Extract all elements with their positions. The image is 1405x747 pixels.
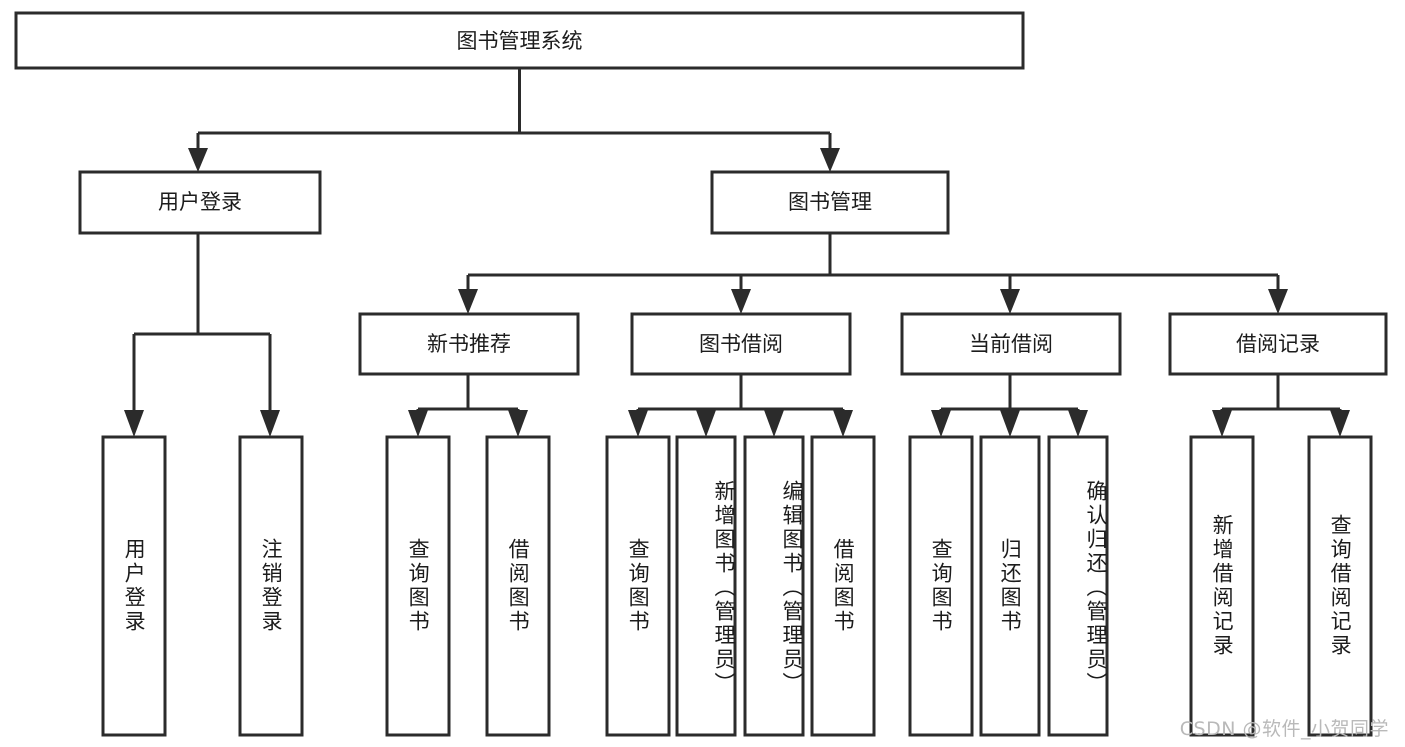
- leaf-box-query-book-2[interactable]: [605, 435, 671, 737]
- leaf-box-query-book-3[interactable]: [908, 435, 974, 737]
- csdn-watermark: CSDN @软件_小贺同学: [1179, 718, 1389, 740]
- connector-group-book-mgmt: [458, 233, 1288, 314]
- arrow-head-leaf-borrow-book-2: [833, 410, 853, 437]
- arrow-head-leaf-add-record: [1212, 410, 1232, 437]
- connector-group-user-login: [124, 233, 280, 437]
- leaf-box-user-login[interactable]: [101, 435, 167, 737]
- node-book-mgmt-box[interactable]: [710, 170, 950, 235]
- node-root-box[interactable]: [14, 11, 1025, 70]
- leaf-box-add-record[interactable]: [1189, 435, 1255, 737]
- node-root-label: 图书管理系统: [457, 29, 583, 53]
- node-current-borrow-box[interactable]: [900, 312, 1122, 376]
- arrow-head-leaf-edit-book: [764, 410, 784, 437]
- leaf-box-return-book[interactable]: [979, 435, 1041, 737]
- leaf-box-edit-book[interactable]: [743, 435, 805, 737]
- arrow-head-borrow-record: [1268, 289, 1288, 314]
- node-user-login-box[interactable]: [78, 170, 322, 235]
- leaf-box-logout[interactable]: [238, 435, 304, 737]
- node-new-book-label: 新书推荐: [427, 332, 511, 356]
- arrow-head-leaf-user-login: [124, 410, 144, 437]
- arrow-head-book-borrow: [731, 289, 751, 314]
- arrow-head-new-book: [458, 289, 478, 314]
- node-book-borrow-label: 图书借阅: [699, 332, 783, 356]
- arrow-head-leaf-confirm-return: [1068, 410, 1088, 437]
- arrow-head-leaf-return-book: [1000, 410, 1020, 437]
- leaf-box-confirm-return[interactable]: [1047, 435, 1109, 737]
- arrow-head-user-login: [188, 148, 208, 172]
- node-user-login-label: 用户登录: [158, 190, 242, 214]
- connector-group-new-book: [408, 374, 528, 437]
- leaf-box-query-record[interactable]: [1307, 435, 1373, 737]
- connector-group-current-borrow: [931, 374, 1088, 437]
- connector-group-borrow-record: [1212, 374, 1350, 437]
- node-new-book-box[interactable]: [358, 312, 580, 376]
- leaf-box-add-book[interactable]: [675, 435, 737, 737]
- arrow-head-book-mgmt: [820, 148, 840, 172]
- node-borrow-record-label: 借阅记录: [1236, 332, 1320, 356]
- arrow-head-leaf-query-book-1: [408, 410, 428, 437]
- node-current-borrow-label: 当前借阅: [969, 332, 1053, 356]
- node-book-borrow-box[interactable]: [630, 312, 852, 376]
- leaf-box-query-book-1[interactable]: [385, 435, 451, 737]
- leaf-box-borrow-book-2[interactable]: [810, 435, 876, 737]
- arrow-head-leaf-logout: [260, 410, 280, 437]
- arrow-head-leaf-add-book: [696, 410, 716, 437]
- arrow-head-current-borrow: [1000, 289, 1020, 314]
- arrow-head-leaf-borrow-book-1: [508, 410, 528, 437]
- leaf-box-borrow-book-1[interactable]: [485, 435, 551, 737]
- node-borrow-record-box[interactable]: [1168, 312, 1388, 376]
- connector-group-book-borrow: [628, 374, 853, 437]
- arrow-head-leaf-query-book-2: [628, 410, 648, 437]
- arrow-head-leaf-query-book-3: [931, 410, 951, 437]
- connector-group-root: [188, 68, 840, 172]
- arrow-head-leaf-query-record: [1330, 410, 1350, 437]
- node-book-mgmt-label: 图书管理: [788, 190, 872, 214]
